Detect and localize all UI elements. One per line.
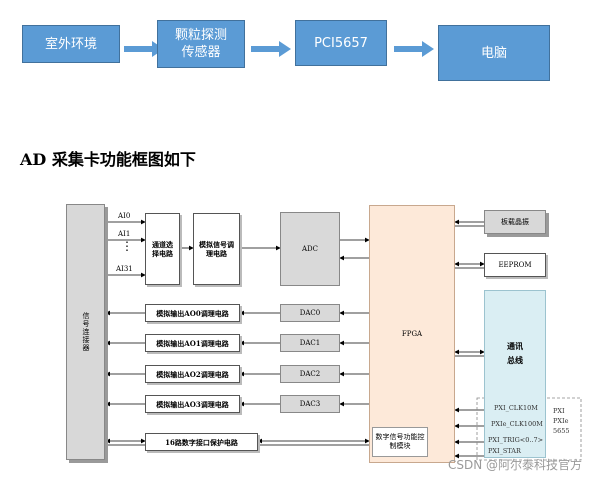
- ao3-conditioning-circuit: 模拟输出AO3调理电路: [145, 395, 240, 413]
- ao1-conditioning-circuit: 模拟输出AO1调理电路: [145, 334, 240, 352]
- flow-box-pci5657: PCI5657: [295, 20, 387, 66]
- signal-connector: 信号连接器: [66, 204, 105, 460]
- analog-conditioning-label: 模拟信号调理电路: [199, 240, 234, 258]
- ao2-conditioning-label: 模拟输出AO2调理电路: [156, 369, 229, 379]
- dac2-block: DAC2: [280, 365, 340, 383]
- comm-bus-block: 通讯总线: [484, 290, 546, 458]
- eeprom-block: EEPROM: [484, 253, 546, 277]
- pxi-signal-0: PXI_CLK10M: [494, 404, 538, 412]
- ai31-label: AI31: [116, 265, 133, 273]
- dac1-label: DAC1: [299, 338, 321, 347]
- dac2-label: DAC2: [299, 369, 321, 378]
- board-oscillator: 板载晶振: [484, 210, 546, 234]
- dac3-label: DAC3: [299, 399, 321, 408]
- pxi-signal-2: PXI_TRIG<0..7>: [488, 436, 544, 444]
- ao0-conditioning-circuit: 模拟输出AO0调理电路: [145, 304, 240, 322]
- flow-box-outdoor: 室外环境: [22, 25, 120, 63]
- fpga-block: FPGA: [369, 205, 455, 463]
- ai1-label: AI1: [118, 230, 131, 238]
- analog-conditioning-circuit: 模拟信号调理电路: [193, 213, 240, 285]
- signal-connector-label: 信号连接器: [82, 312, 90, 352]
- digital-protect-circuit: 16路数字接口保护电路: [145, 433, 258, 451]
- dac1-block: DAC1: [280, 334, 340, 352]
- flow-arrow-3: [394, 41, 434, 57]
- pxi-signal-1: PXIe_CLK100M: [491, 420, 543, 428]
- watermark: CSDN @阿尔泰科技官方: [447, 458, 582, 472]
- flow-box-computer: 电脑: [438, 25, 550, 81]
- ao1-conditioning-label: 模拟输出AO1调理电路: [156, 338, 229, 348]
- adc-label: ADC: [301, 244, 319, 253]
- board-oscillator-label: 板载晶振: [501, 217, 529, 226]
- channel-select-circuit: 通道选择电路: [145, 213, 180, 285]
- channel-select-label: 通道选择电路: [152, 240, 173, 258]
- section-title: AD 采集卡功能框图如下: [20, 150, 196, 169]
- flow-arrow-1: [124, 41, 164, 57]
- eeprom-label: EEPROM: [498, 260, 532, 269]
- ao3-conditioning-label: 模拟输出AO3调理电路: [156, 399, 229, 409]
- digital-control-module: 数字信号功能控制模块: [372, 427, 428, 457]
- ai-dots: ⋮: [121, 239, 133, 253]
- dac0-label: DAC0: [299, 308, 321, 317]
- digital-protect-label: 16路数字接口保护电路: [165, 437, 238, 447]
- fpga-label: FPGA: [401, 329, 423, 338]
- ai0-label: AI0: [118, 212, 131, 220]
- dac3-block: DAC3: [280, 395, 340, 413]
- flow-box-sensor: 颗粒探测 传感器: [157, 20, 245, 68]
- adc-block: ADC: [280, 212, 340, 286]
- comm-bus-label: 通讯总线: [507, 341, 523, 365]
- flow-arrow-2: [251, 41, 291, 57]
- ao0-conditioning-label: 模拟输出AO0调理电路: [156, 308, 229, 318]
- digital-control-label: 数字信号功能控制模块: [375, 433, 425, 450]
- pxi-side-label: PXI PXIe 5655: [553, 407, 570, 435]
- pxi-signal-3: PXI_STAR: [488, 447, 521, 455]
- ao2-conditioning-circuit: 模拟输出AO2调理电路: [145, 365, 240, 383]
- dac0-block: DAC0: [280, 304, 340, 322]
